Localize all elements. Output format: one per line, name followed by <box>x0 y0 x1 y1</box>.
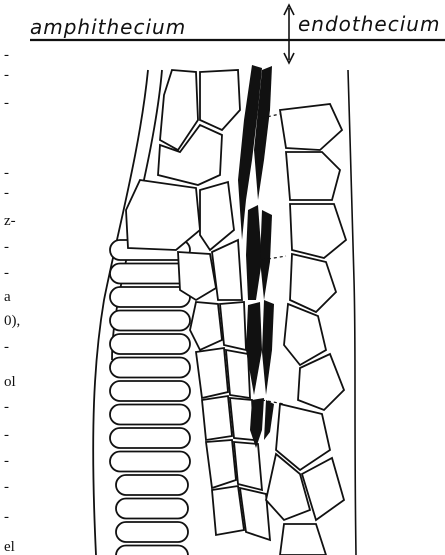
flattened-cell <box>110 452 190 472</box>
flattened-cell <box>116 522 188 542</box>
margin-fragment: - <box>4 340 9 355</box>
endothecium-cells <box>266 104 346 555</box>
margin-fragment: z- <box>4 214 16 229</box>
margin-fragment: - <box>4 454 9 469</box>
right-edge <box>348 70 356 555</box>
margin-fragment: 0), <box>4 314 20 329</box>
margin-fragment: - <box>4 480 9 495</box>
flattened-cell <box>110 428 190 448</box>
margin-fragment: - <box>4 96 9 111</box>
margin-fragment: el <box>4 540 15 555</box>
flattened-cell <box>110 287 190 307</box>
flattened-cell <box>116 499 188 519</box>
double-arrow-icon <box>284 5 294 63</box>
amphithecium-label: amphithecium <box>30 15 186 39</box>
flattened-cell <box>110 358 190 378</box>
flattened-cell <box>110 334 190 354</box>
flattened-cell <box>110 381 190 401</box>
margin-fragment: - <box>4 400 9 415</box>
margin-fragment: - <box>4 68 9 83</box>
margin-fragment: - <box>4 166 9 181</box>
margin-fragment: - <box>4 240 9 255</box>
margin-fragment: - <box>4 510 9 525</box>
margin-fragment: - <box>4 48 9 63</box>
margin-fragment: - <box>4 428 9 443</box>
margin-fragment: ol <box>4 375 16 390</box>
margin-fragment: - <box>4 266 9 281</box>
flattened-cell <box>110 311 190 331</box>
margin-fragment: - <box>4 186 9 201</box>
margin-fragment: a <box>4 290 11 305</box>
flattened-cell <box>110 405 190 425</box>
flattened-cells <box>110 240 190 555</box>
endothecium-label: endothecium <box>298 12 440 36</box>
flattened-cell <box>116 475 188 495</box>
flattened-cell <box>116 546 188 555</box>
